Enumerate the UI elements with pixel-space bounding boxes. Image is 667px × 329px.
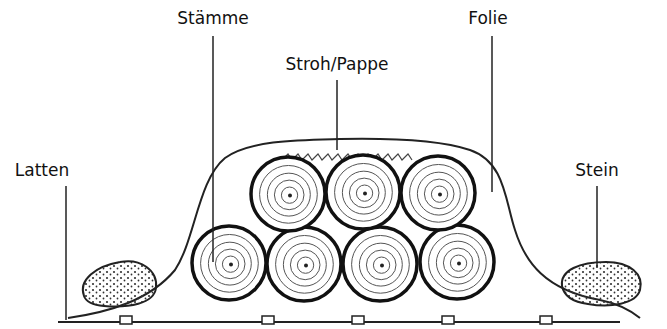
ground-line [58, 321, 620, 323]
log [420, 225, 494, 299]
tree-ring [222, 256, 238, 272]
part-label: Stämme [177, 8, 248, 28]
log [192, 226, 266, 300]
tree-ring [274, 180, 304, 210]
leader-lines [66, 36, 597, 320]
tree-ring [366, 250, 396, 280]
tree-ring [297, 257, 313, 273]
part-label: Stein [575, 160, 618, 180]
tree-ring [429, 233, 487, 291]
part-label: Latten [15, 160, 69, 180]
tree-ring [349, 178, 379, 208]
leader-line [212, 36, 214, 262]
log [343, 227, 417, 301]
part-label: Stroh/Pappe [286, 54, 389, 74]
tree-ring [431, 186, 447, 202]
log [267, 227, 341, 301]
tree-ring [267, 173, 310, 216]
leader-line [596, 186, 598, 268]
tree-ring [417, 172, 460, 215]
tree-ring [356, 185, 372, 201]
log-core [288, 194, 292, 198]
stone [83, 261, 156, 306]
tree-ring [290, 250, 320, 280]
log-core [363, 192, 367, 196]
log-core [229, 263, 233, 267]
stone [562, 262, 641, 305]
tree-ring [276, 235, 334, 293]
logs [192, 155, 494, 301]
log [251, 157, 325, 231]
log [326, 155, 400, 229]
tree-ring [436, 241, 479, 284]
foil-outline [68, 139, 640, 318]
tree-ring [260, 165, 318, 223]
tree-ring [208, 242, 251, 285]
tree-ring [410, 164, 468, 222]
log-core [380, 264, 384, 268]
tree-ring [359, 243, 402, 286]
tree-ring [335, 163, 393, 221]
tree-ring [215, 249, 245, 279]
log-core [438, 193, 442, 197]
leader-line [491, 36, 493, 192]
leader-line [65, 186, 67, 320]
tree-ring [352, 235, 410, 293]
log-core [457, 262, 461, 266]
tree-ring [424, 179, 454, 209]
tree-ring [450, 255, 466, 271]
slats [120, 316, 552, 324]
tree-ring [281, 187, 297, 203]
tree-ring [201, 234, 259, 292]
leader-line [336, 80, 338, 150]
tree-ring [373, 257, 389, 273]
tree-ring [342, 171, 385, 214]
tree-ring [443, 248, 473, 278]
tree-ring [283, 243, 326, 286]
log-core [304, 264, 308, 268]
log [401, 156, 475, 230]
part-label: Folie [468, 8, 507, 28]
